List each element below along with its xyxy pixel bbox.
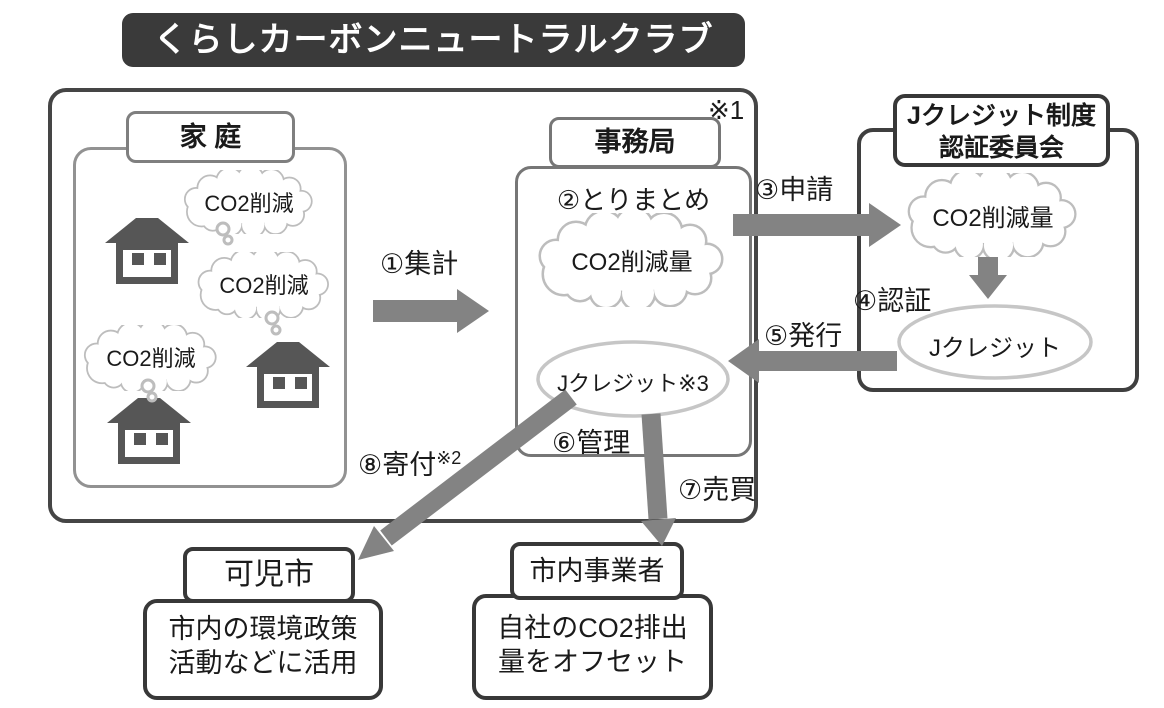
arrow-step3-label: ③申請 bbox=[755, 175, 834, 205]
kani-city-label-box: 可児市 bbox=[183, 547, 355, 603]
household-cloud-text: CO2削減 bbox=[219, 273, 309, 298]
secretariat-label-box: 事務局 bbox=[549, 117, 721, 168]
household-label-box: 家 庭 bbox=[126, 111, 295, 163]
business-description: 自社のCO2排出 量をオフセット bbox=[472, 611, 713, 679]
arrow-step7-label: ⑦売買 bbox=[678, 475, 757, 505]
title-banner: くらしカーボンニュートラルクラブ bbox=[122, 13, 745, 67]
kani-desc-line2: 活動などに活用 bbox=[168, 648, 358, 678]
committee-credit-text: Jクレジット bbox=[929, 335, 1061, 362]
business-label-box: 市内事業者 bbox=[510, 542, 684, 600]
secretariat-credit-text: Jクレジット※3 bbox=[557, 371, 709, 396]
secretariat-cloud-text: CO2削減量 bbox=[571, 249, 693, 276]
note-1-label: ※1 bbox=[708, 95, 745, 125]
kani-city-description: 市内の環境政策 活動などに活用 bbox=[143, 612, 383, 680]
secretariat-step6-label: ⑥管理 bbox=[552, 428, 631, 458]
arrow-step8-label: ⑧寄付※2 bbox=[358, 443, 461, 482]
committee-label-line1: Jクレジット制度 bbox=[907, 102, 1096, 130]
household-cloud-text: CO2削減 bbox=[204, 191, 294, 216]
secretariat-step2-label: ②とりまとめ bbox=[556, 185, 711, 215]
kani-desc-line1: 市内の環境政策 bbox=[168, 614, 358, 644]
committee-step4-label: ④認証 bbox=[853, 286, 932, 316]
biz-desc-line1: 自社のCO2排出 bbox=[497, 613, 688, 643]
arrow-step8-text: ⑧寄付 bbox=[358, 450, 437, 480]
arrow-step5-label: ⑤発行 bbox=[764, 321, 843, 351]
arrow-step8-note: ※2 bbox=[436, 448, 462, 468]
household-cloud-text: CO2削減 bbox=[106, 346, 196, 371]
committee-label-box: Jクレジット制度 認証委員会 bbox=[893, 94, 1110, 167]
arrow-step1-label: ①集計 bbox=[380, 249, 459, 279]
committee-label-line2: 認証委員会 bbox=[938, 134, 1064, 162]
committee-cloud-text: CO2削減量 bbox=[932, 205, 1054, 232]
biz-desc-line2: 量をオフセット bbox=[498, 647, 687, 677]
